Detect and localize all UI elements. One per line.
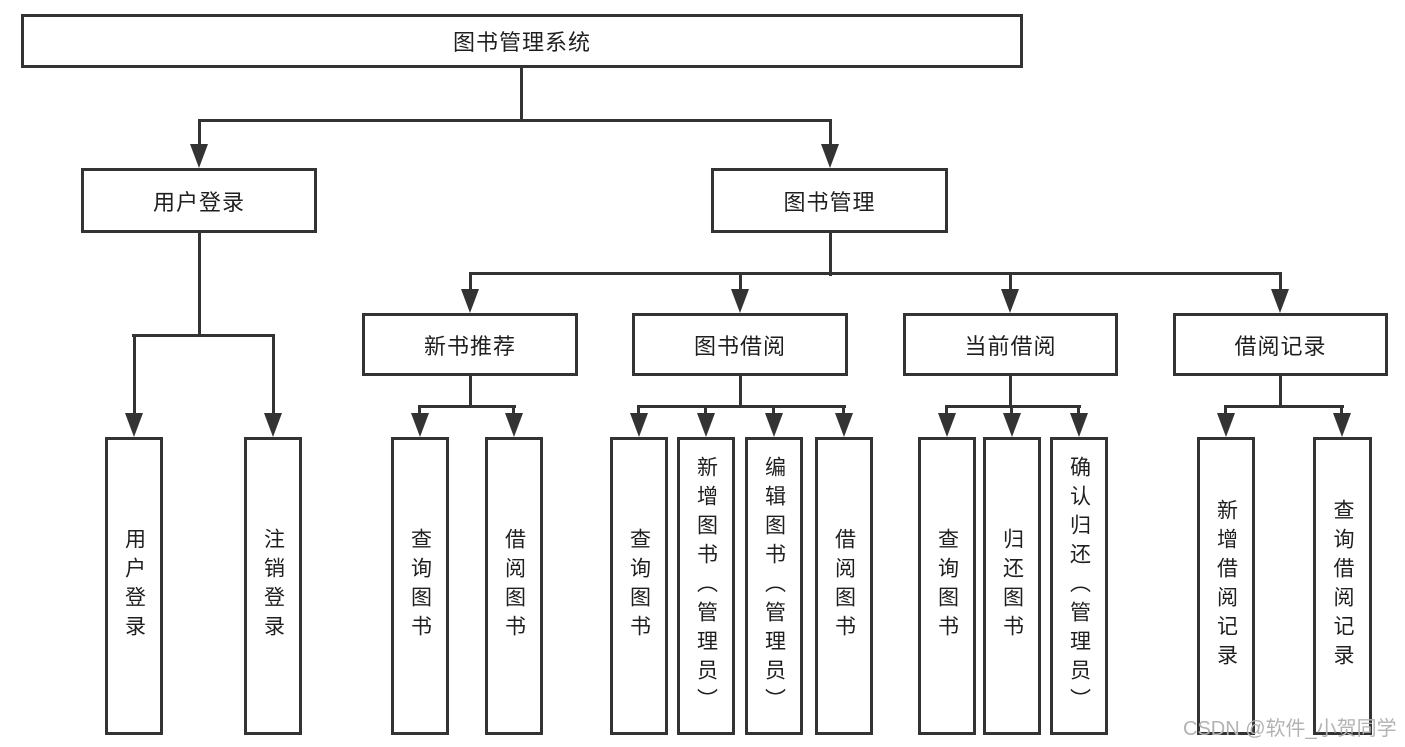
arrowhead <box>697 413 715 437</box>
node-book-borrow: 图书借阅 <box>632 313 848 376</box>
leaf-label: 借阅图书 <box>832 528 856 644</box>
node-leaf: 用户登录 <box>105 437 163 735</box>
connector-line <box>829 119 832 147</box>
arrowhead <box>821 144 839 168</box>
connector-line <box>704 405 707 417</box>
connector-line <box>469 376 472 408</box>
arrowhead <box>1217 413 1235 437</box>
node-label: 借阅记录 <box>1234 333 1327 359</box>
node-leaf: 借阅图书 <box>815 437 873 735</box>
node-book-management: 图书管理 <box>711 168 948 233</box>
node-leaf: 新增借阅记录 <box>1197 437 1255 735</box>
connector-line <box>772 405 775 417</box>
arrowhead <box>1070 413 1088 437</box>
node-leaf: 新增图书（管理员） <box>677 437 735 735</box>
connector-bar <box>945 405 1081 408</box>
connector-line <box>945 405 948 417</box>
node-leaf: 查询借阅记录 <box>1313 437 1372 735</box>
node-leaf: 编辑图书（管理员） <box>745 437 803 735</box>
watermark: CSDN @软件_小贺同学 <box>1183 718 1397 740</box>
connector-line <box>739 272 742 292</box>
leaf-label: 借阅图书 <box>502 528 526 644</box>
arrowhead <box>835 413 853 437</box>
node-label: 当前借阅 <box>964 333 1057 359</box>
connector-line <box>1010 405 1013 417</box>
leaf-label: 新增图书（管理员） <box>694 455 718 717</box>
node-leaf: 注销登录 <box>244 437 302 735</box>
node-label: 图书借阅 <box>693 333 786 359</box>
connector-line <box>418 405 421 417</box>
connector-line <box>1279 376 1282 408</box>
arrowhead <box>1333 413 1351 437</box>
connector-line <box>842 405 845 417</box>
leaf-label: 编辑图书（管理员） <box>762 455 786 717</box>
connector-line <box>829 233 832 276</box>
leaf-label: 查询图书 <box>935 528 959 644</box>
node-leaf: 借阅图书 <box>485 437 543 735</box>
connector-line <box>1077 405 1080 417</box>
node-new-book-recommend: 新书推荐 <box>362 313 578 376</box>
connector-bar <box>1224 405 1344 408</box>
arrowhead <box>1003 413 1021 437</box>
connector-line <box>133 334 136 416</box>
arrowhead <box>1271 289 1289 313</box>
node-leaf: 查询图书 <box>918 437 976 735</box>
arrowhead <box>264 413 282 437</box>
connector-line <box>272 334 275 416</box>
leaf-label: 用户登录 <box>122 528 146 644</box>
connector-bar <box>637 405 846 408</box>
node-root: 图书管理系统 <box>21 14 1023 68</box>
connector-line <box>198 119 201 147</box>
connector-line <box>512 405 515 417</box>
arrowhead <box>125 413 143 437</box>
leaf-label: 查询借阅记录 <box>1331 499 1354 673</box>
leaf-label: 查询图书 <box>408 528 432 644</box>
node-label: 新书推荐 <box>423 333 516 359</box>
node-user-login: 用户登录 <box>81 168 317 233</box>
arrowhead <box>765 413 783 437</box>
arrowhead <box>190 144 208 168</box>
node-leaf: 查询图书 <box>391 437 449 735</box>
connector-line <box>739 376 742 408</box>
node-root-label: 图书管理系统 <box>452 30 591 55</box>
connector-bar <box>418 405 516 408</box>
connector-line <box>1009 376 1012 408</box>
connector-line <box>1009 272 1012 292</box>
arrowhead <box>731 289 749 313</box>
leaf-label: 归还图书 <box>1000 528 1024 644</box>
arrowhead <box>630 413 648 437</box>
arrowhead <box>1001 289 1019 313</box>
leaf-label: 确认归还（管理员） <box>1067 455 1091 717</box>
connector-line <box>637 405 640 417</box>
connector-line <box>1279 272 1282 292</box>
node-leaf: 归还图书 <box>983 437 1041 735</box>
connector-root-stem <box>520 68 523 122</box>
arrowhead <box>461 289 479 313</box>
connector-bar <box>469 272 1282 275</box>
node-leaf: 确认归还（管理员） <box>1050 437 1108 735</box>
leaf-label: 新增借阅记录 <box>1214 499 1238 673</box>
arrowhead <box>938 413 956 437</box>
connector-line <box>1340 405 1343 417</box>
leaf-label: 查询图书 <box>627 528 651 644</box>
node-current-borrow: 当前借阅 <box>903 313 1118 376</box>
connector-root-bar <box>198 119 832 122</box>
arrowhead <box>411 413 429 437</box>
arrowhead <box>505 413 523 437</box>
connector-line <box>198 233 201 337</box>
node-label: 图书管理 <box>783 189 876 215</box>
node-label: 用户登录 <box>152 189 245 215</box>
connector-line <box>1224 405 1227 417</box>
node-borrow-record: 借阅记录 <box>1173 313 1388 376</box>
connector-line <box>469 272 472 292</box>
leaf-label: 注销登录 <box>261 528 285 644</box>
connector-bar <box>132 334 274 337</box>
node-leaf: 查询图书 <box>610 437 668 735</box>
